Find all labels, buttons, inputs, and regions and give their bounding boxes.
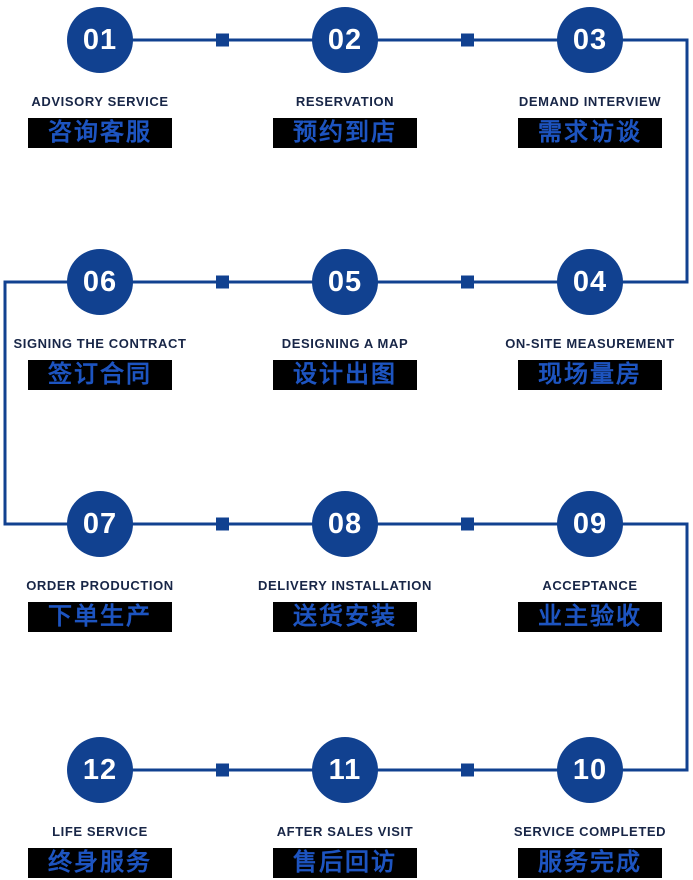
step-09: 09 ACCEPTANCE 业主验收 <box>470 491 693 632</box>
step-label-zh: 需求访谈 <box>518 118 662 148</box>
connector-elbow-right-bottom <box>590 522 689 772</box>
step-label-zh-wrap: 终身服务 <box>0 848 220 878</box>
step-label-en: RESERVATION <box>295 94 395 109</box>
step-label-en: DELIVERY INSTALLATION <box>258 578 432 593</box>
step-circle: 04 <box>557 249 623 315</box>
step-label-zh-wrap: 设计出图 <box>225 360 465 390</box>
step-circle: 03 <box>557 7 623 73</box>
step-label-en: SERVICE COMPLETED <box>513 824 667 839</box>
step-label-zh-wrap: 业主验收 <box>470 602 693 632</box>
step-01: 01 ADVISORY SERVICE 咨询客服 <box>0 7 220 148</box>
step-11: 11 AFTER SALES VISIT 售后回访 <box>225 737 465 878</box>
step-number: 02 <box>327 23 363 56</box>
step-04: 04 ON-SITE MEASUREMENT 现场量房 <box>470 249 693 390</box>
step-label-en: ORDER PRODUCTION <box>26 578 174 593</box>
connector-node-square <box>216 33 229 47</box>
step-08: 08 DELIVERY INSTALLATION 送货安装 <box>225 491 465 632</box>
step-label-en: ADVISORY SERVICE <box>31 94 169 109</box>
step-circle: 01 <box>67 7 133 73</box>
step-07: 07 ORDER PRODUCTION 下单生产 <box>0 491 220 632</box>
connector-elbow-left <box>3 280 100 526</box>
step-label-zh: 送货安装 <box>273 602 417 632</box>
step-number: 04 <box>572 265 608 298</box>
step-circle: 07 <box>67 491 133 557</box>
connector-node-square <box>461 275 474 289</box>
connector-node-square <box>461 763 474 777</box>
step-03: 03 DEMAND INTERVIEW 需求访谈 <box>470 7 693 148</box>
step-label-zh-wrap: 预约到店 <box>225 118 465 148</box>
step-number: 05 <box>327 265 363 298</box>
step-label-zh: 服务完成 <box>518 848 662 878</box>
step-label-zh: 预约到店 <box>273 118 417 148</box>
step-circle: 12 <box>67 737 133 803</box>
step-label-zh-wrap: 现场量房 <box>470 360 693 390</box>
step-number: 12 <box>82 753 118 786</box>
connector-node-square <box>216 275 229 289</box>
step-06: 06 SIGNING THE CONTRACT 签订合同 <box>0 249 220 390</box>
step-label-zh: 售后回访 <box>273 848 417 878</box>
step-number: 07 <box>82 507 118 540</box>
step-10: 10 SERVICE COMPLETED 服务完成 <box>470 737 693 878</box>
step-label-zh-wrap: 签订合同 <box>0 360 220 390</box>
step-label-en: LIFE SERVICE <box>52 824 148 839</box>
step-12: 12 LIFE SERVICE 终身服务 <box>0 737 220 878</box>
step-circle: 11 <box>312 737 378 803</box>
step-circle: 08 <box>312 491 378 557</box>
step-number: 08 <box>327 507 363 540</box>
step-circle: 02 <box>312 7 378 73</box>
step-circle: 10 <box>557 737 623 803</box>
step-number: 03 <box>572 23 608 56</box>
step-label-en: DESIGNING A MAP <box>281 336 409 351</box>
step-label-zh-wrap: 下单生产 <box>0 602 220 632</box>
connector-node-square <box>216 763 229 777</box>
step-label-zh-wrap: 服务完成 <box>470 848 693 878</box>
step-number: 10 <box>572 753 608 786</box>
connector-node-square <box>216 517 229 531</box>
connector-elbow-right-top <box>590 38 689 284</box>
step-label-zh: 现场量房 <box>518 360 662 390</box>
step-label-zh: 签订合同 <box>28 360 172 390</box>
step-label-zh: 下单生产 <box>28 602 172 632</box>
step-label-en: AFTER SALES VISIT <box>276 824 414 839</box>
step-02: 02 RESERVATION 预约到店 <box>225 7 465 148</box>
step-label-zh-wrap: 售后回访 <box>225 848 465 878</box>
step-label-zh: 设计出图 <box>273 360 417 390</box>
connector-node-square <box>461 517 474 531</box>
connector-node-square <box>461 33 474 47</box>
step-label-en: ACCEPTANCE <box>542 578 638 593</box>
step-label-en: ON-SITE MEASUREMENT <box>505 336 675 351</box>
step-number: 09 <box>572 507 608 540</box>
step-circle: 05 <box>312 249 378 315</box>
step-label-zh: 咨询客服 <box>28 118 172 148</box>
step-label-zh: 终身服务 <box>28 848 172 878</box>
step-number: 11 <box>328 753 362 786</box>
step-label-en: DEMAND INTERVIEW <box>518 94 662 109</box>
step-label-zh-wrap: 需求访谈 <box>470 118 693 148</box>
step-number: 01 <box>82 23 118 56</box>
step-label-en: SIGNING THE CONTRACT <box>13 336 187 351</box>
step-label-zh-wrap: 咨询客服 <box>0 118 220 148</box>
step-circle: 06 <box>67 249 133 315</box>
step-circle: 09 <box>557 491 623 557</box>
step-number: 06 <box>82 265 118 298</box>
step-05: 05 DESIGNING A MAP 设计出图 <box>225 249 465 390</box>
step-label-zh: 业主验收 <box>518 602 662 632</box>
step-label-zh-wrap: 送货安装 <box>225 602 465 632</box>
